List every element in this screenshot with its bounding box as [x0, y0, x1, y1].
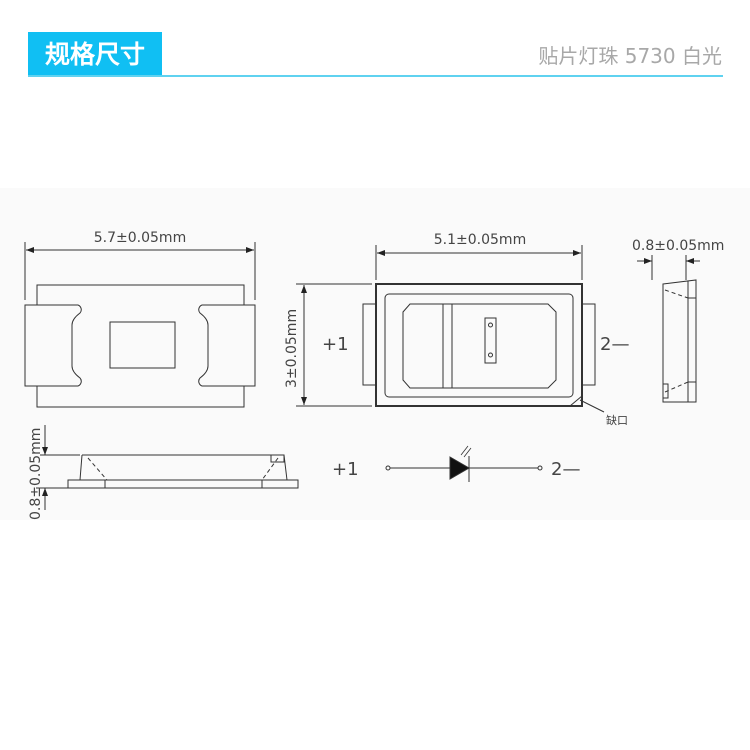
- schematic-minus-label: 2—: [551, 459, 580, 480]
- section-title: 规格尺寸: [28, 32, 162, 77]
- bottom-view: [24, 242, 256, 408]
- side-profile-view: [36, 425, 299, 510]
- front-view: [296, 245, 605, 413]
- top-width-dimension: 5.7±0.05mm: [94, 230, 186, 246]
- notch-label: 缺口: [606, 413, 628, 427]
- right-side-view: [637, 255, 700, 403]
- product-subtitle: 贴片灯珠 5730 白光: [538, 44, 722, 68]
- led-schematic: [385, 445, 543, 482]
- side-height-dimension: 0.8±0.05mm: [28, 428, 44, 520]
- front-width-dimension: 5.1±0.05mm: [434, 232, 526, 248]
- side-depth-dimension: 0.8±0.05mm: [632, 238, 724, 254]
- pin-plus-label: +1: [322, 334, 349, 355]
- schematic-plus-label: +1: [332, 459, 359, 480]
- header-divider: [28, 75, 723, 77]
- pin-minus-label: 2—: [600, 334, 629, 355]
- front-height-dimension: 3±0.05mm: [284, 309, 300, 388]
